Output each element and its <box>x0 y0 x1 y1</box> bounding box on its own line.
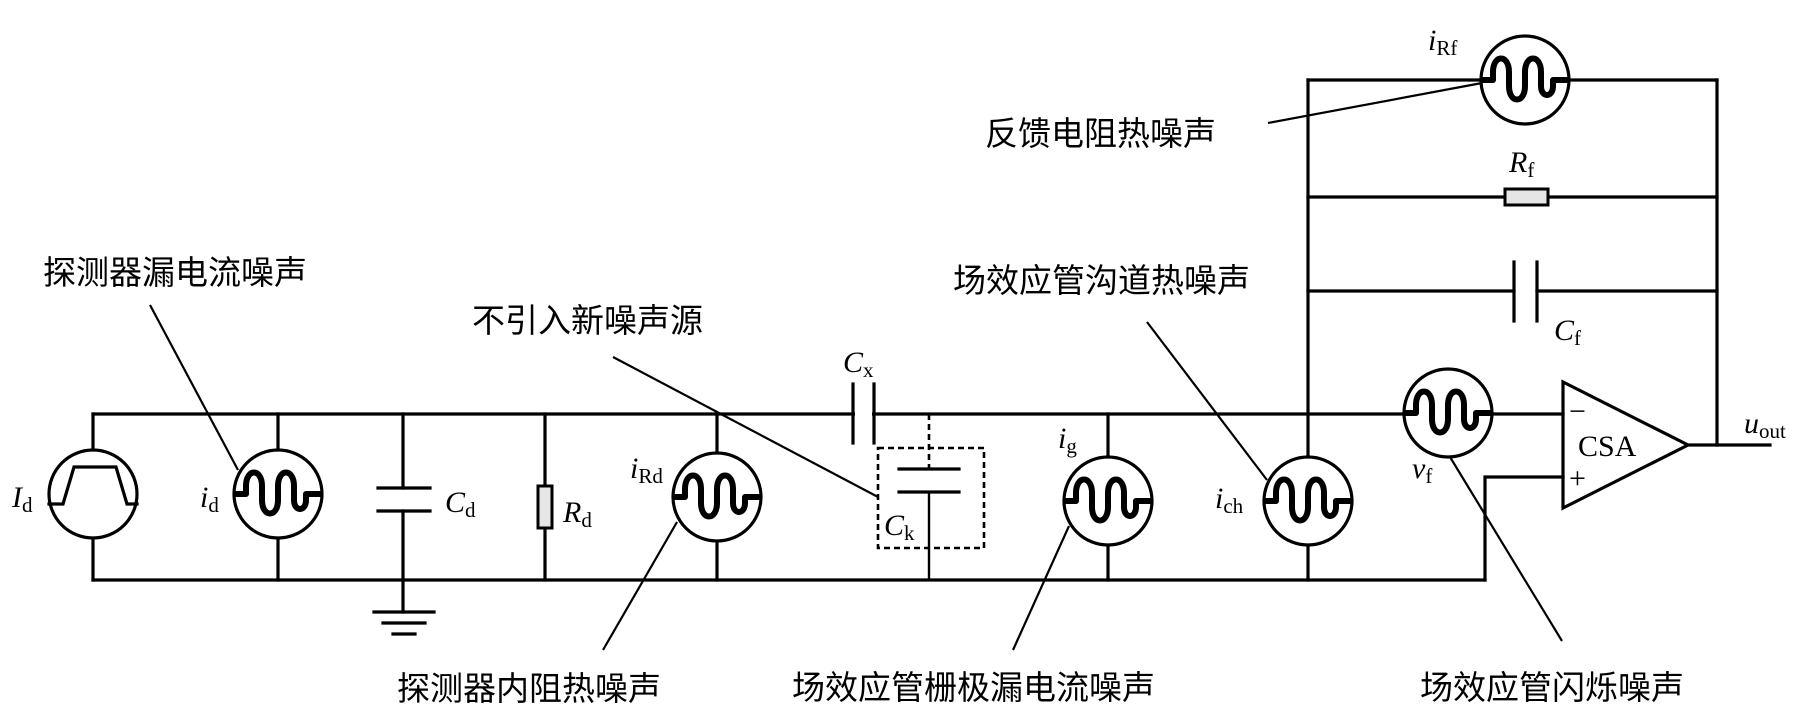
feedback-resistor <box>1503 187 1550 207</box>
label-Ck: Ck <box>884 509 915 545</box>
flicker-noise-source: vf <box>1402 367 1494 488</box>
noise-wave-icon <box>1264 476 1352 524</box>
pulse-icon <box>47 465 139 506</box>
detector-capacitor: Cd <box>376 412 476 614</box>
label-id: id <box>200 481 219 517</box>
feedback-network: iRf Rf Cf <box>1306 24 1719 447</box>
gate-leakage-noise-source: ig <box>1058 412 1154 582</box>
label-iRd: iRd <box>630 452 663 488</box>
label-uout: uout <box>1744 407 1786 443</box>
non-inverting-input-wire <box>1483 475 1565 582</box>
csa-amplifier: − + CSA <box>1561 379 1692 511</box>
channel-thermal-noise-source: ich <box>1215 78 1354 582</box>
noise-wave-icon <box>1064 476 1152 524</box>
inverting-input-sign: − <box>1569 395 1586 428</box>
noise-wave-icon <box>673 472 761 520</box>
non-inverting-input-sign: + <box>1569 462 1586 495</box>
parasitic-capacitor-box: Ck <box>876 414 986 580</box>
label-Cx: Cx <box>843 346 874 382</box>
label-Cf: Cf <box>1554 314 1581 350</box>
label-Id: Id <box>11 481 33 517</box>
annotation-no-new-noise: 不引入新噪声源 <box>472 301 703 340</box>
label-Rd: Rd <box>562 496 592 532</box>
label-ig: ig <box>1058 422 1077 458</box>
amplifier-label: CSA <box>1578 430 1637 463</box>
annotation-fet-channel-thermal: 场效应管沟道热噪声 <box>953 261 1250 300</box>
label-vf: vf <box>1412 452 1432 488</box>
annotation-fet-flicker: 场效应管闪烁噪声 <box>1420 668 1684 707</box>
noise-wave-icon <box>234 469 322 517</box>
label-Cd: Cd <box>445 486 476 522</box>
annotation-fet-gate-leakage: 场效应管栅极漏电流噪声 <box>792 668 1155 707</box>
annotation-feedback-resistor-thermal: 反馈电阻热噪声 <box>985 114 1216 153</box>
noise-wave-icon <box>1404 388 1492 436</box>
noise-wave-icon <box>1481 55 1569 103</box>
detector-resistance-noise-source: iRd <box>630 412 763 582</box>
detector-leakage-noise-source: id <box>200 412 324 582</box>
label-iRf: iRf <box>1428 24 1457 60</box>
detector-resistor: Rd <box>536 412 592 582</box>
label-Rf: Rf <box>1508 146 1534 182</box>
label-ich: ich <box>1215 482 1244 518</box>
annotation-detector-leakage: 探测器漏电流噪声 <box>43 253 307 292</box>
leader-lines <box>149 81 1563 651</box>
coupling-capacitor: Cx <box>843 346 876 445</box>
detector-signal-source: Id <box>11 412 139 582</box>
annotation-detector-resistance-thermal: 探测器内阻热噪声 <box>397 669 661 708</box>
ground-icon <box>372 610 436 636</box>
